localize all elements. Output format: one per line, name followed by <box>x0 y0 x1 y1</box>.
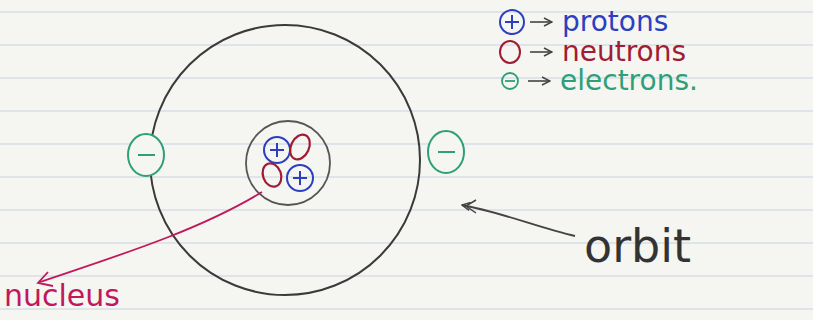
legend-text: protons <box>562 6 668 38</box>
legend-electron-sample <box>502 73 518 89</box>
orbit-leader-second-head <box>466 200 476 213</box>
legend-neutron-sample <box>500 41 520 63</box>
orbit-circle <box>150 25 420 295</box>
orbit-leader <box>462 205 575 236</box>
nucleus-circle <box>246 121 330 205</box>
nucleus-leader <box>40 192 262 282</box>
neutron <box>286 131 313 162</box>
legend-proton-sample <box>500 10 524 34</box>
legend-text: electrons. <box>560 65 698 97</box>
orbit-label: orbit <box>584 220 691 273</box>
legend-arrow <box>528 22 552 81</box>
neutron <box>259 161 284 190</box>
legend-text: neutrons <box>562 36 686 68</box>
electron <box>128 134 164 176</box>
nucleus-label: nucleus <box>4 279 120 314</box>
proton <box>287 165 313 191</box>
proton <box>264 137 290 163</box>
paper-lines <box>0 12 813 309</box>
electron <box>428 131 464 173</box>
